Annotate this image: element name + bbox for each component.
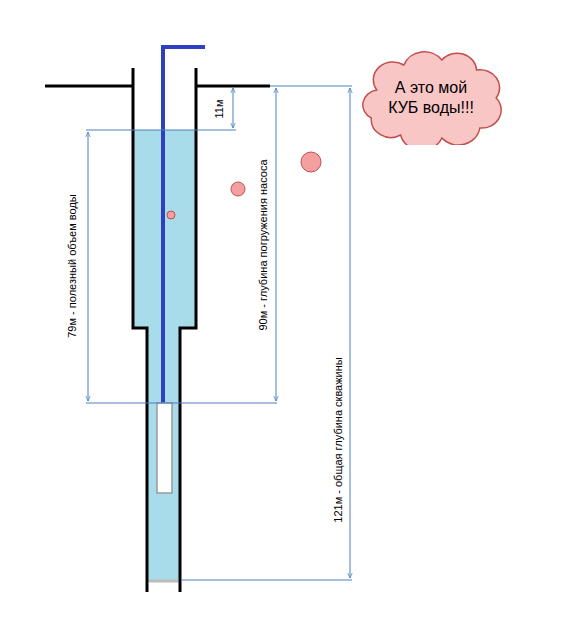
ground-line bbox=[45, 85, 133, 88]
bubble bbox=[301, 152, 321, 172]
cloud-shape bbox=[355, 50, 507, 145]
cloud-text: А это мой КУБ воды!!! bbox=[381, 78, 481, 118]
casing-wall bbox=[133, 68, 147, 592]
extension-line bbox=[86, 130, 236, 131]
pump bbox=[157, 403, 172, 493]
dimension-label: 79м - полезный объем воды bbox=[66, 192, 78, 340]
dimension-line bbox=[88, 132, 89, 401]
bubble bbox=[167, 211, 175, 219]
dimension-label: 90м - глубина погружения насоса bbox=[256, 157, 268, 332]
dimension-line bbox=[350, 88, 351, 578]
speech-cloud: А это мой КУБ воды!!! bbox=[355, 50, 507, 145]
extension-line bbox=[270, 86, 352, 87]
well-bottom bbox=[149, 580, 178, 583]
dimension-label: 11м bbox=[213, 98, 225, 121]
bubble bbox=[231, 182, 245, 196]
dimension-label: 121м - общая глубина скважины bbox=[331, 355, 343, 524]
ground-line bbox=[196, 85, 270, 88]
extension-line bbox=[86, 403, 277, 404]
casing-wall bbox=[180, 68, 196, 592]
dimension-line bbox=[276, 88, 277, 401]
pump-pipe bbox=[163, 47, 205, 403]
dimension-line bbox=[233, 88, 234, 128]
extension-line bbox=[182, 580, 352, 581]
